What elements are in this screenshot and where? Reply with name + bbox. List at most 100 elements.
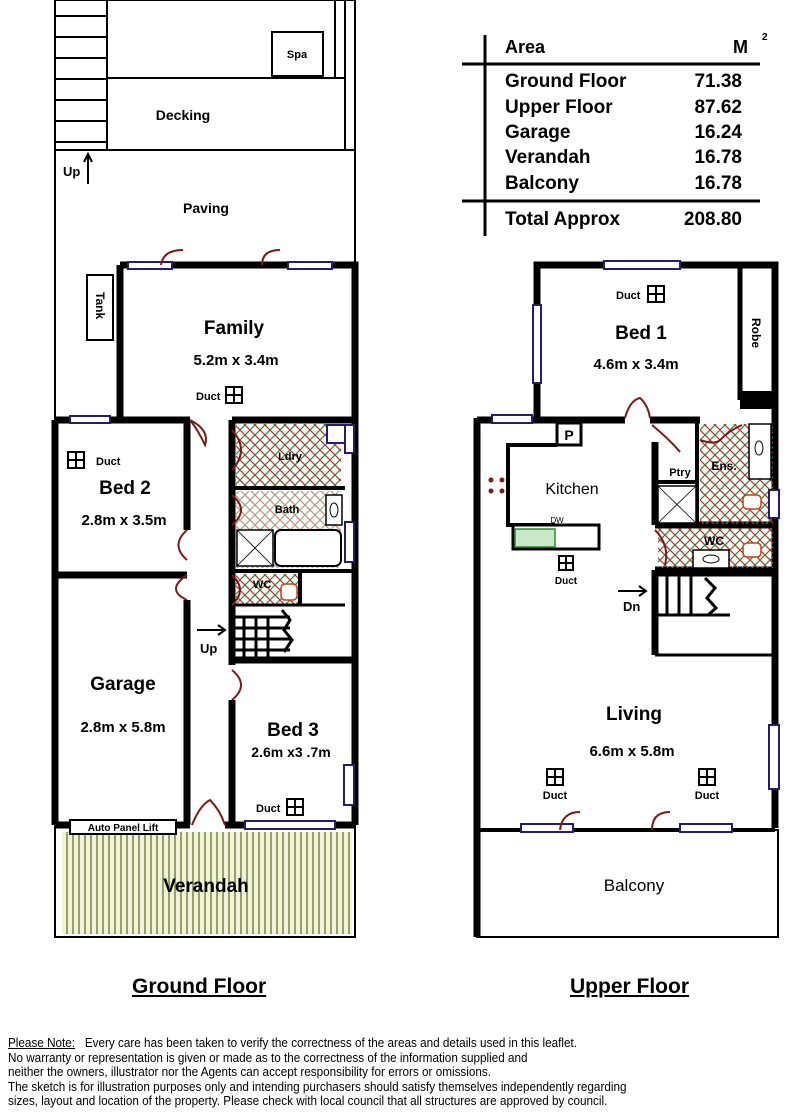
bed3-label: Bed 3 [267,720,319,741]
decking [106,77,346,151]
area-row-label: Ground Floor [505,71,627,92]
area-row-value: 16.78 [694,173,742,194]
garage-label: Garage [90,674,155,695]
window [603,260,681,270]
disclaimer-line: The sketch is for illustration purposes … [8,1079,627,1094]
living-label: Living [606,704,662,725]
balcony-label: Balcony [604,876,665,895]
decking-label: Decking [156,107,210,123]
outdoor-stairs [55,0,108,150]
wc-label: WC [253,579,271,591]
tank-label: Tank [93,292,107,319]
duct-label: Duct [543,790,568,802]
internal-stairs [655,573,775,617]
up-arrow-icon [197,624,227,636]
duct-icon [698,768,716,786]
window [127,261,173,270]
disclaimer-line: No warranty or representation is given o… [8,1050,528,1065]
area-total-label: Total Approx [505,209,620,230]
disclaimer-lead: Please Note: [8,1036,76,1050]
disclaimer-line: sizes, layout and location of the proper… [8,1094,608,1108]
ground-floor-plan: Spa Decking Up Paving Tank [51,0,359,938]
duct-label: Duct [695,790,720,802]
cooktop-icon [488,477,505,494]
toilet-icon [280,583,298,601]
duct-label: Duct [616,290,641,302]
doors [559,396,743,831]
ptry-label: Ptry [669,467,691,479]
ldry-label: Ldry [278,451,303,463]
window [344,521,355,563]
bed2-size: 2.8m x 3.5m [81,512,166,529]
window [520,823,574,833]
area-row-value: 16.24 [694,122,742,143]
ground-floor-title: Ground Floor [132,975,267,998]
duct-label: Duct [256,803,281,815]
duct-icon [546,768,564,786]
paving-label: Paving [183,200,229,216]
spa-label: Spa [287,49,308,61]
area-total-value: 208.80 [684,209,742,230]
area-row-value: 16.78 [694,147,742,168]
duct-icon [225,386,243,404]
bed2-label: Bed 2 [99,478,151,499]
tank [86,274,114,341]
disclaimer-line: neither the owners, illustrator nor the … [8,1065,492,1079]
window [344,424,355,454]
living-size: 6.6m x 5.8m [589,743,674,760]
area-header-unit: M [733,37,748,57]
area-row-label: Balcony [505,173,579,194]
window [768,489,780,519]
window [69,415,111,424]
disclaimer-line: Every care has been taken to verify the … [84,1036,578,1050]
duct-icon [286,798,304,816]
verandah-label: Verandah [163,876,249,897]
window [679,823,733,833]
area-row-label: Garage [505,122,570,143]
family-size: 5.2m x 3.4m [193,352,278,369]
bath-label: Bath [275,504,300,516]
pantry-box [555,421,583,447]
disclaimer: Please Note: Every care has been taken t… [8,1036,626,1109]
duct-label: Duct [96,456,121,468]
window [491,414,533,424]
duct-label: Duct [555,576,578,587]
window [343,764,355,806]
internal-stairs [232,603,345,660]
toilet-icon [742,542,762,558]
duct-icon [558,555,574,571]
area-row-value: 71.38 [694,71,742,92]
window [768,724,780,790]
toilet-icon [742,494,762,510]
family-label: Family [204,318,265,339]
area-row-label: Upper Floor [505,97,613,118]
duct-label: Duct [196,391,221,403]
garage-size: 2.8m x 5.8m [80,719,165,736]
bed1-size: 4.6m x 3.4m [593,356,678,373]
auto-panel-lift [69,819,177,835]
auto-panel-lift-label: Auto Panel Lift [88,823,159,834]
duct-icon [67,451,85,469]
upper-floor-title: Upper Floor [570,975,689,998]
window [244,820,336,830]
verandah [62,832,352,934]
wc-label: WC [704,534,724,548]
doors [160,249,281,826]
pantry-p-label: P [564,427,573,443]
down-arrow-icon [618,585,648,597]
window [532,304,542,384]
area-header-label: Area [505,37,546,57]
area-header-unit-sup: 2 [762,32,768,43]
bed3-size: 2.6m x3 .7m [251,744,330,760]
up-label: Up [63,164,80,179]
spa [271,31,324,77]
area-row-label: Verandah [505,147,591,168]
area-table: Area M 2 Ground Floor 71.38 Upper Floor … [462,32,768,236]
dw-label: DW [550,516,564,525]
window [287,261,333,270]
sink-icon [514,528,556,548]
bathtub [274,529,342,567]
robe-label: Robe [749,318,763,348]
kitchen-label: Kitchen [545,481,598,498]
upper-floor-plan: Ptry Ens. WC P DW Kitchen Duct Dn [473,260,780,938]
